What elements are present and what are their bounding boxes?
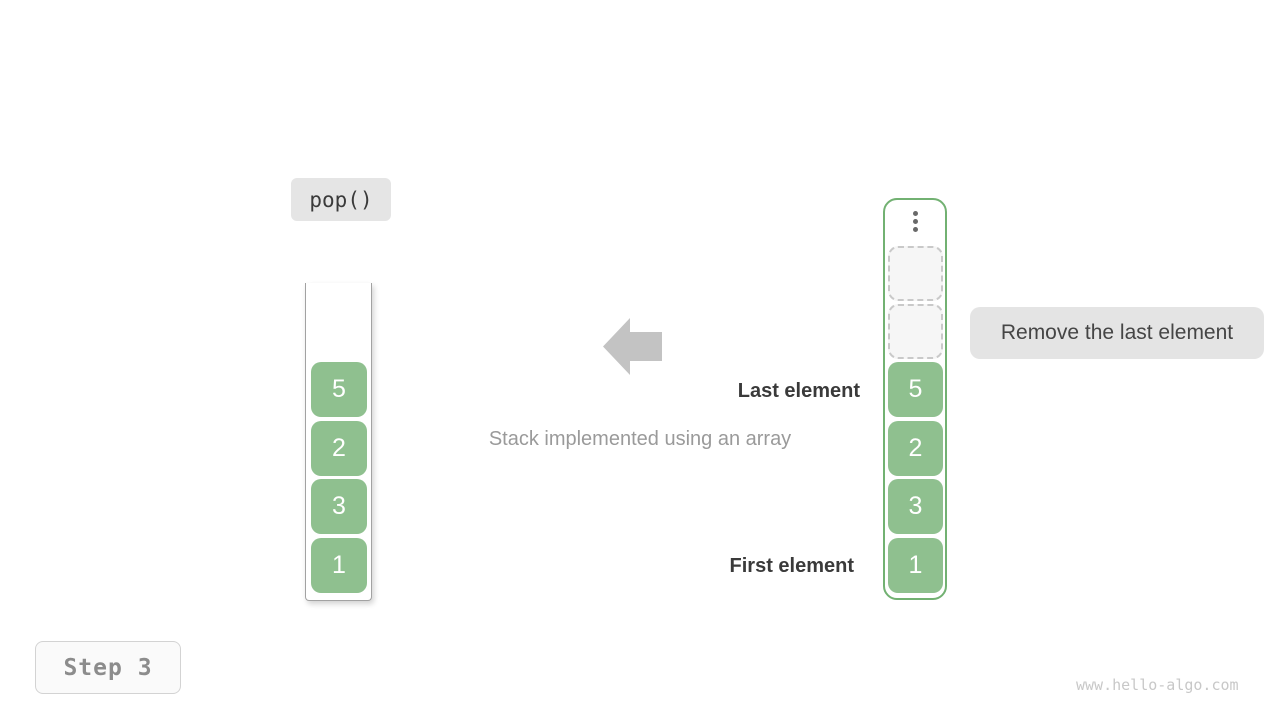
stack-cell: 5 <box>311 362 367 417</box>
operation-label: pop() <box>309 187 373 212</box>
last-element-label: Last element <box>737 380 860 402</box>
array-cell: 2 <box>888 421 943 476</box>
empty-array-slot <box>888 246 943 301</box>
first-element-label: First element <box>729 555 854 577</box>
vertical-ellipsis-icon <box>913 227 918 232</box>
stack-cell: 3 <box>311 479 367 534</box>
diagram-caption: Stack implemented using an array <box>488 428 792 450</box>
remove-annotation-box: Remove the last element <box>970 307 1264 359</box>
remove-annotation-label: Remove the last element <box>1000 321 1234 344</box>
left-arrow-icon <box>603 318 662 375</box>
empty-array-slot <box>888 304 943 359</box>
array-cell: 3 <box>888 479 943 534</box>
array-cell: 1 <box>888 538 943 593</box>
step-badge: Step 3 <box>35 641 181 694</box>
stack-cell: 2 <box>311 421 367 476</box>
vertical-ellipsis-icon <box>913 219 918 224</box>
step-badge-label: Step 3 <box>63 654 153 681</box>
stack-cell: 1 <box>311 538 367 593</box>
operation-label-box: pop() <box>291 178 391 221</box>
vertical-ellipsis-icon <box>913 211 918 216</box>
array-cell: 5 <box>888 362 943 417</box>
watermark: www.hello-algo.com <box>1076 676 1239 694</box>
